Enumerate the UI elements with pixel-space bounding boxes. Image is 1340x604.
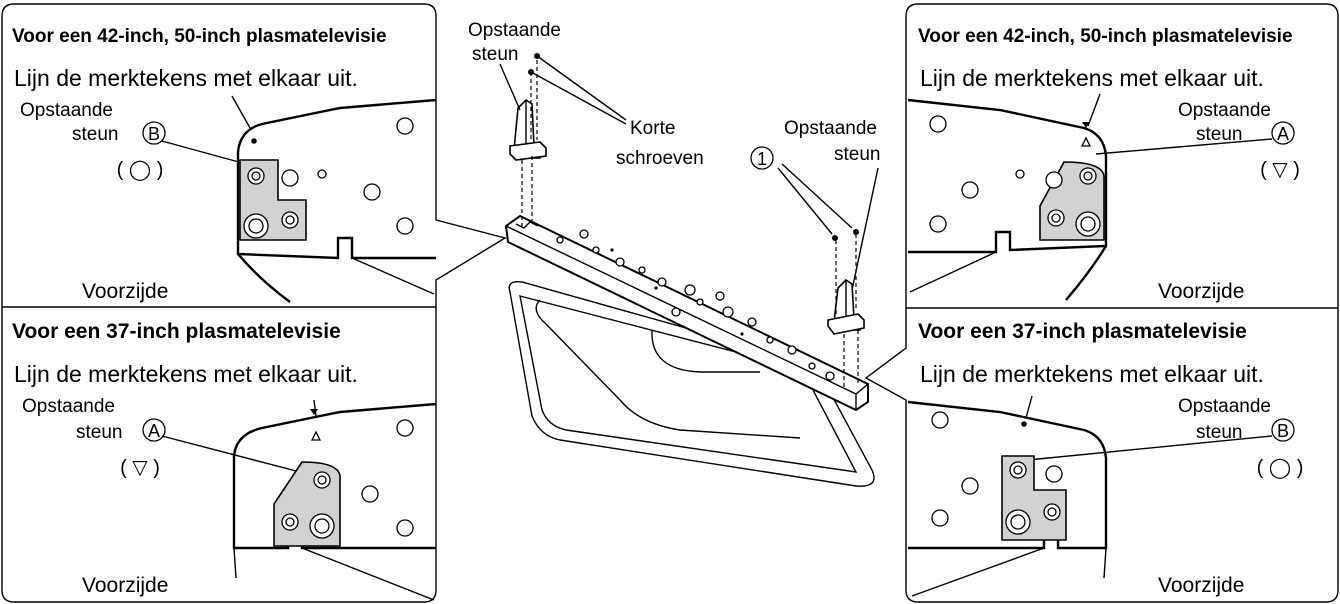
center-labels: Opstaande steun Korte schroeven 1 Opstaa… (468, 20, 880, 291)
left-upright-support (509, 60, 547, 226)
right-detail-frame (864, 3, 1339, 603)
support-label: Opstaande (22, 396, 115, 417)
support-label: Opstaande (1178, 396, 1271, 417)
leader-line (1095, 138, 1273, 155)
left-support-label: steun (472, 44, 518, 65)
panel-instruction: Lijn de merktekens met elkaar uit. (14, 65, 358, 91)
support-letter-circle (142, 121, 166, 145)
support-letter: B (1277, 421, 1289, 441)
left-support-label: Opstaande (468, 20, 561, 41)
marker-symbol: ( ◯ ) (1257, 457, 1304, 479)
panel-instruction: Lijn de merktekens met elkaar uit. (14, 361, 358, 387)
screw-number-circle (750, 146, 774, 170)
support-letter: B (148, 124, 160, 144)
leader-line (161, 435, 301, 473)
marker-symbol: ( ◯ ) (117, 159, 164, 181)
panel-top-right: Voor een 42-inch, 50-inch plasmatelevisi… (907, 26, 1300, 303)
panel-heading: Voor een 37-inch plasmatelevisie (918, 320, 1247, 343)
support-letter-circle (1271, 418, 1295, 442)
support-letter: A (148, 421, 160, 441)
support-label: steun (1196, 124, 1242, 145)
alignment-mark (310, 430, 322, 441)
panel-top-left: Voor een 42-inch, 50-inch plasmatelevisi… (12, 26, 437, 303)
support-letter: A (1277, 124, 1289, 144)
front-label: Voorzijde (82, 280, 168, 303)
support-label: Opstaande (20, 100, 113, 121)
panel-bottom-left: Voor een 37-inch plasmatelevisie Lijn de… (12, 320, 437, 601)
front-label: Voorzijde (82, 574, 168, 597)
panel-heading: Voor een 42-inch, 50-inch plasmatelevisi… (12, 26, 387, 47)
support-letter-circle (142, 418, 166, 442)
right-support-label: steun (834, 144, 880, 165)
short-screws-label: schroeven (616, 148, 704, 169)
panel-heading: Voor een 42-inch, 50-inch plasmatelevisi… (918, 26, 1293, 47)
pedestal-base (508, 281, 875, 487)
alignment-mark (1080, 136, 1092, 147)
right-support-label: Opstaande (784, 118, 877, 139)
short-screws-label: Korte (630, 118, 675, 139)
panel-heading: Voor een 37-inch plasmatelevisie (12, 320, 341, 343)
leader-line (1027, 435, 1273, 461)
screw-number: 1 (757, 149, 767, 169)
support-label: Opstaande (1178, 100, 1271, 121)
panel-instruction: Lijn de merktekens met elkaar uit. (920, 65, 1264, 91)
marker-symbol: ( ▽ ) (1260, 159, 1300, 181)
screw-pair-right (832, 229, 859, 241)
leader-line (161, 140, 247, 165)
alignment-mark (1021, 421, 1027, 427)
support-label: steun (76, 422, 122, 443)
left-detail-frame (1, 3, 507, 603)
front-label: Voorzijde (1158, 574, 1244, 597)
marker-symbol: ( ▽ ) (120, 457, 160, 479)
alignment-mark (251, 138, 257, 144)
panel-bottom-right: Voor een 37-inch plasmatelevisie Lijn de… (907, 320, 1304, 597)
stand-plate (504, 214, 869, 412)
support-label: steun (1196, 422, 1242, 443)
support-label: steun (72, 124, 118, 145)
front-label: Voorzijde (1158, 280, 1244, 303)
support-letter-circle (1271, 121, 1295, 145)
panel-instruction: Lijn de merktekens met elkaar uit. (920, 361, 1264, 387)
